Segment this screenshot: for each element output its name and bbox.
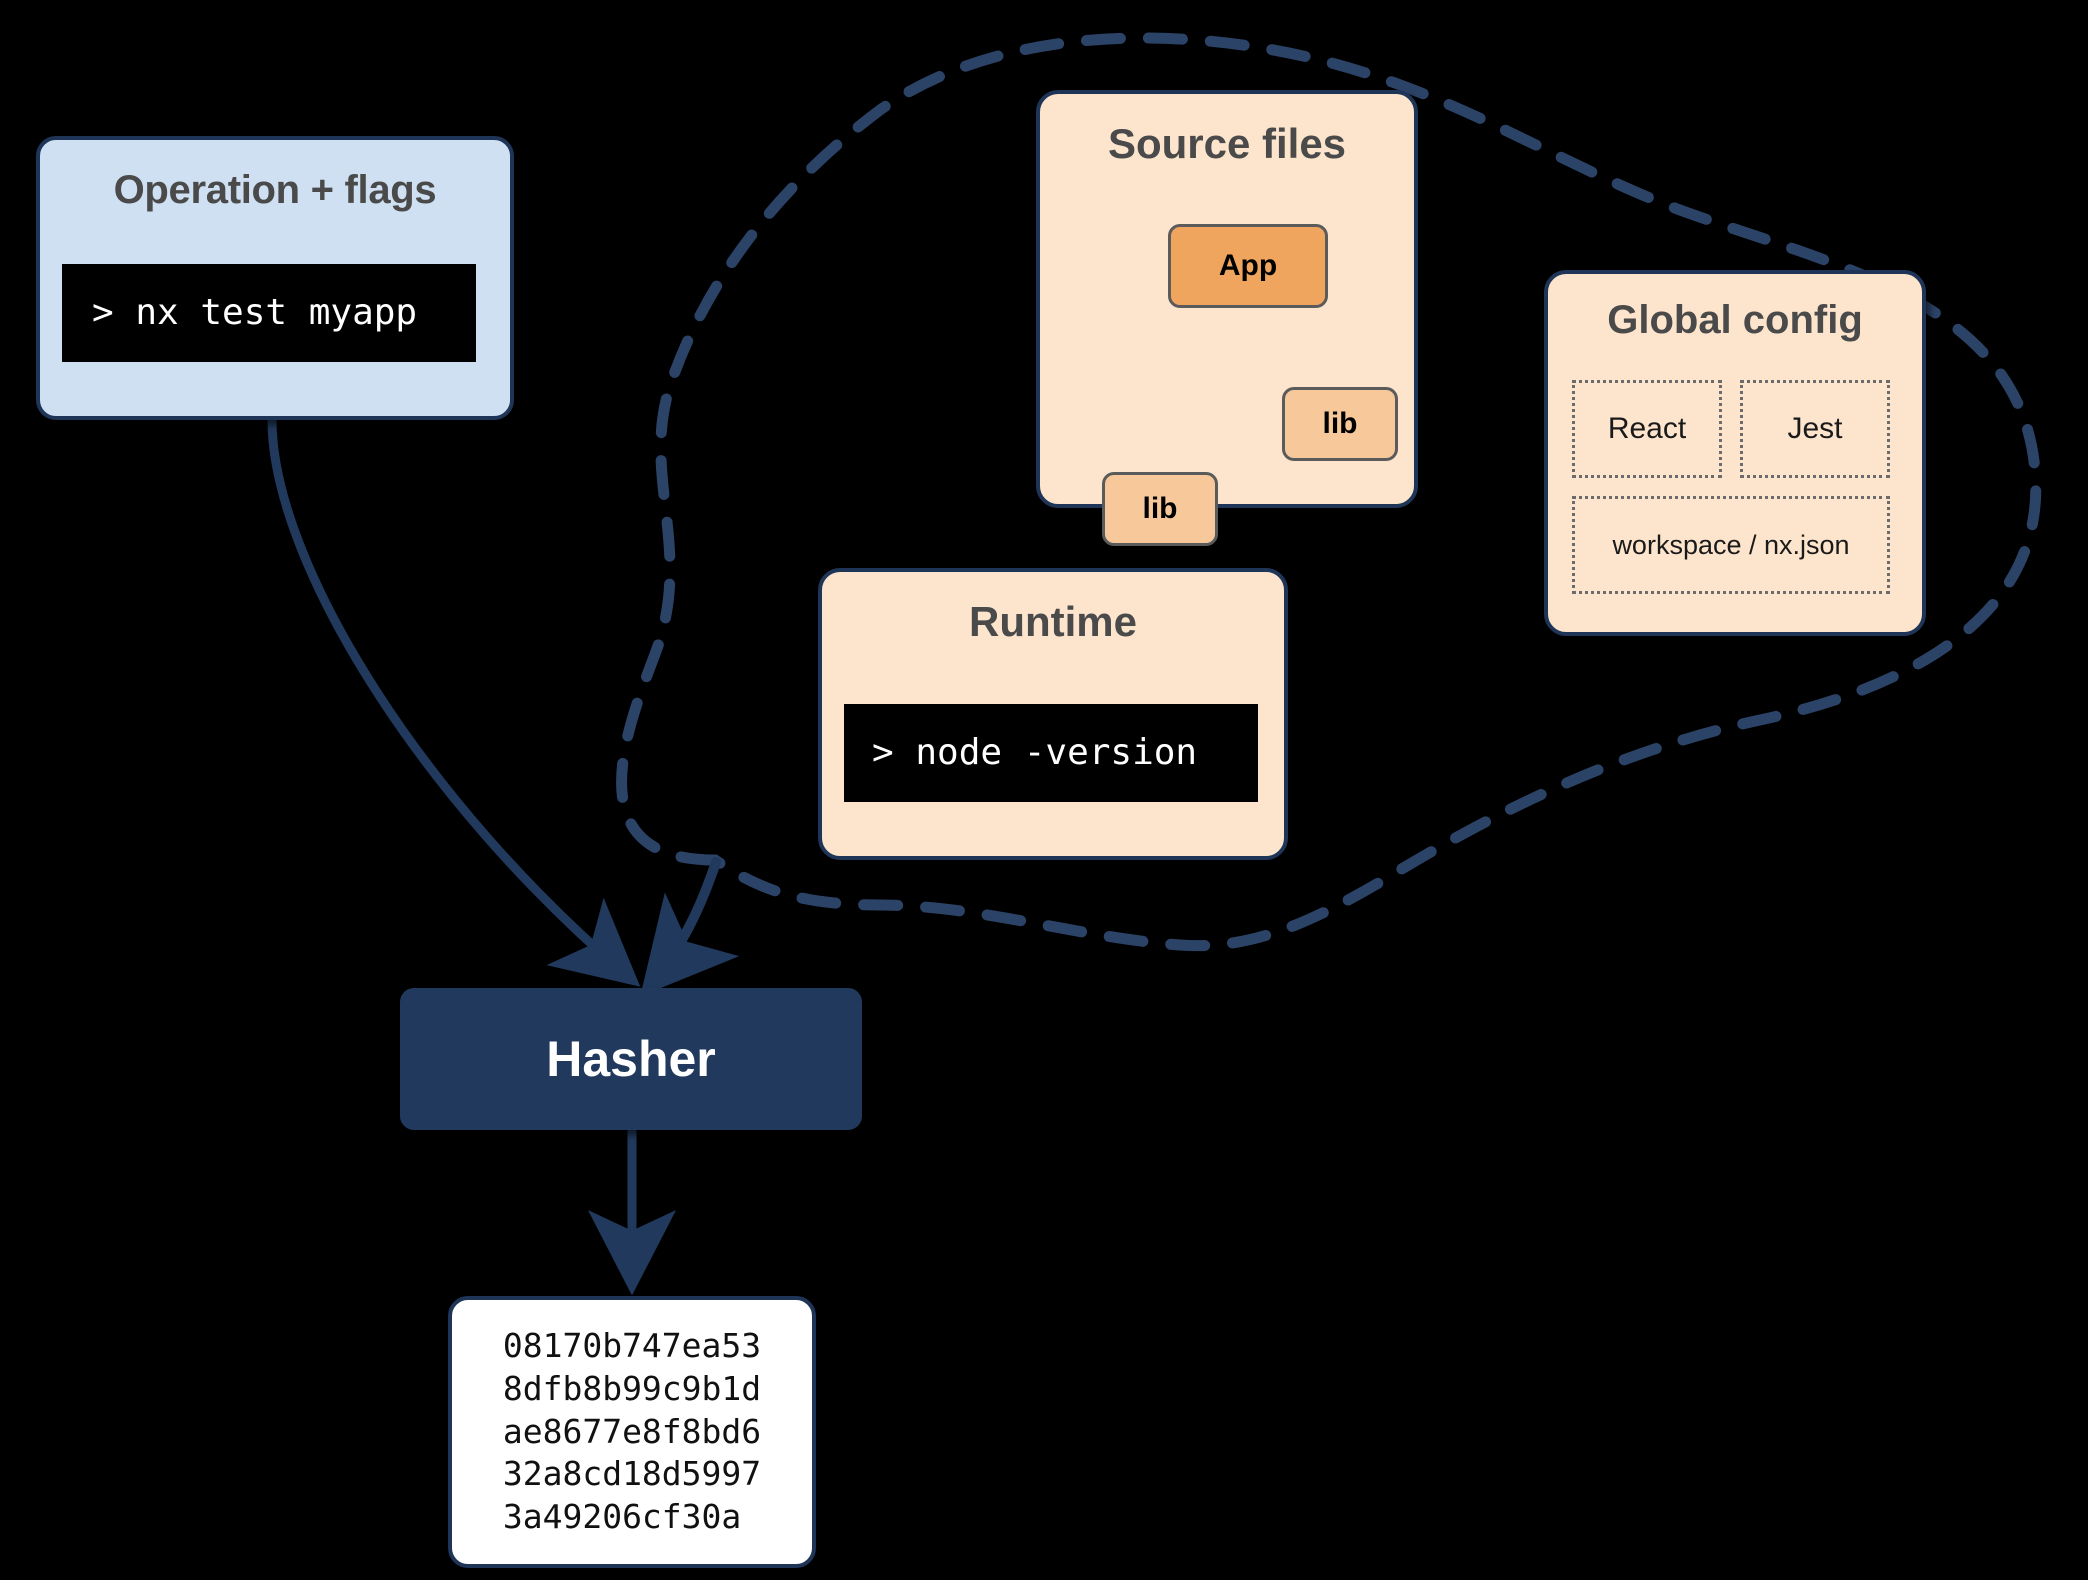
global-config-title: Global config	[1607, 298, 1863, 342]
operation-flags-title: Operation + flags	[113, 168, 437, 212]
hasher-card: Hasher	[400, 988, 862, 1130]
cloud-to-hasher-arrow	[640, 857, 740, 997]
operation-terminal: > nx test myapp	[62, 264, 476, 362]
source-files-card: Source files App lib lib	[1036, 90, 1418, 546]
runtime-title: Runtime	[969, 598, 1137, 645]
source-node-lib-right: lib	[1282, 387, 1398, 461]
hash-output-card: 08170b747ea53 8dfb8b99c9b1d ae8677e8f8bd…	[448, 1296, 816, 1568]
config-cell-jest: Jest	[1740, 380, 1890, 478]
operation-to-hasher-arrow	[267, 415, 641, 987]
runtime-terminal: > node -version	[844, 704, 1258, 802]
config-cell-workspace: workspace / nx.json	[1572, 496, 1890, 594]
runtime-card: Runtime > node -version	[818, 568, 1288, 860]
hasher-label: Hasher	[546, 1031, 716, 1087]
operation-flags-card: Operation + flags > nx test myapp	[36, 136, 514, 420]
hash-output-text: 08170b747ea53 8dfb8b99c9b1d ae8677e8f8bd…	[502, 1325, 762, 1537]
source-node-app: App	[1168, 224, 1328, 308]
config-cell-react: React	[1572, 380, 1722, 478]
source-files-title: Source files	[1107, 120, 1347, 167]
global-config-card: Global config React Jest workspace / nx.…	[1544, 270, 1926, 636]
source-node-lib-left: lib	[1102, 472, 1218, 546]
